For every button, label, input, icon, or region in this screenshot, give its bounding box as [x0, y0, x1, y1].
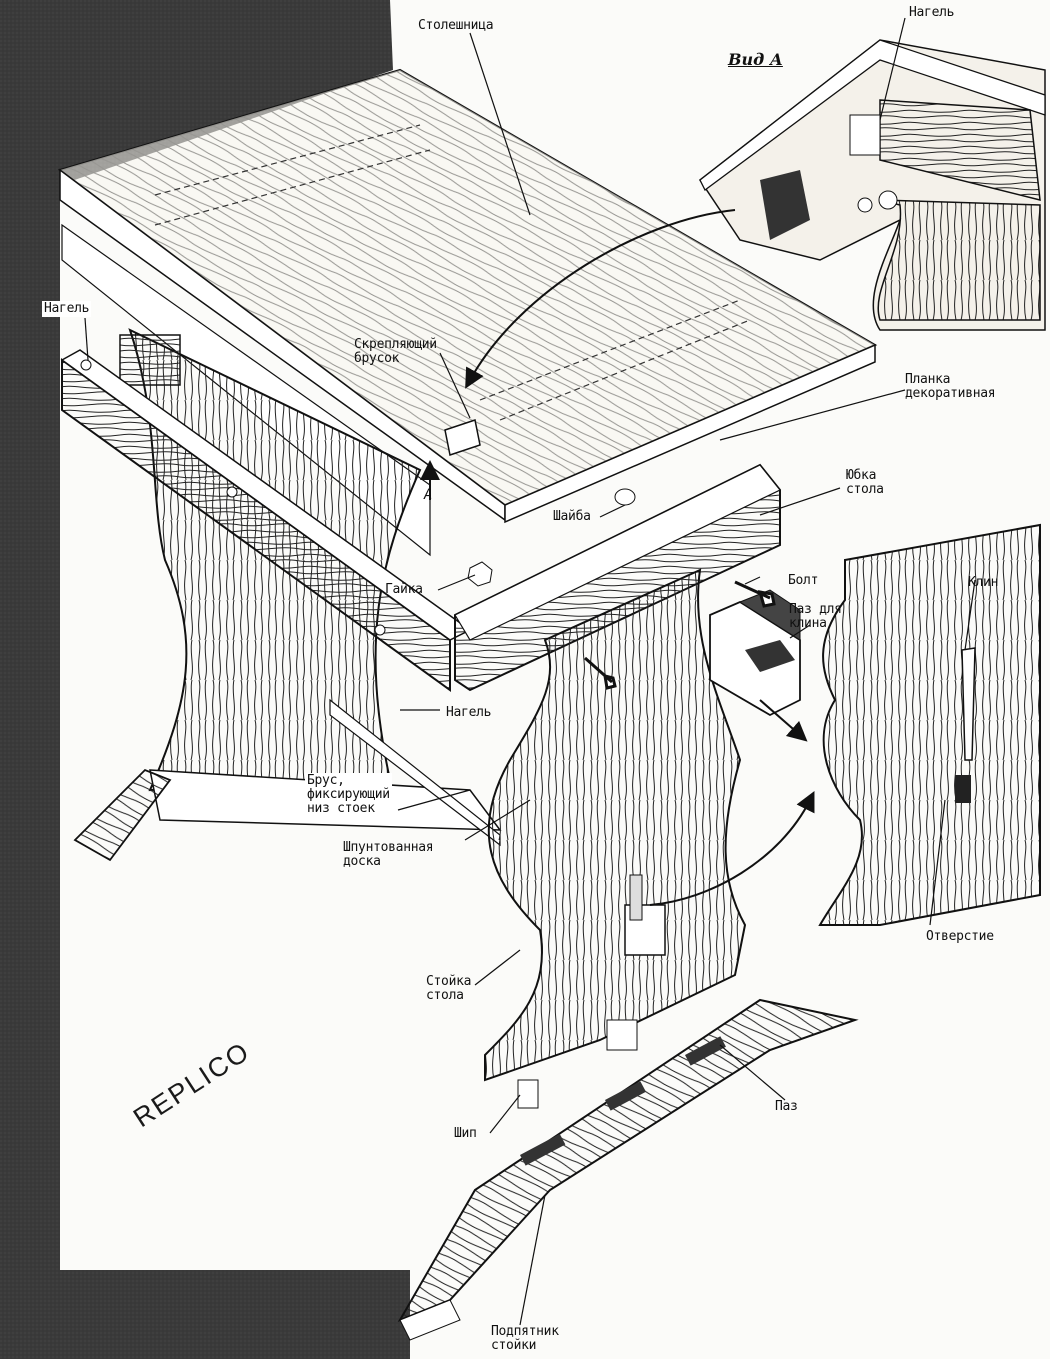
label-groove: Паз	[775, 1099, 798, 1114]
left-side-rail	[60, 349, 472, 692]
label-dowel-top: Нагель	[909, 5, 955, 20]
view-a-title: Вид А	[728, 50, 783, 69]
label-table-skirt: Юбка стола	[846, 468, 884, 497]
bolt-icon	[734, 580, 776, 608]
label-tenon: Шип	[454, 1126, 477, 1141]
view-arrow-letter: A	[424, 487, 433, 503]
label-wedge-slot: Паз для клина	[789, 602, 842, 631]
arrows	[420, 209, 815, 906]
label-foot: Подпятник стойки	[491, 1324, 559, 1353]
dark-background	[0, 0, 410, 1359]
label-dowel-mid: Нагель	[446, 705, 492, 720]
nut-icon	[467, 561, 493, 587]
wedge-slot-detail	[709, 589, 801, 717]
leader-lines	[84, 17, 976, 1326]
label-dowel-left: Нагель	[42, 301, 92, 317]
label-tabletop: Столешница	[418, 18, 494, 33]
hardware	[444, 419, 776, 690]
label-hole: Отверстие	[926, 929, 994, 944]
fastening-bar-block	[444, 419, 481, 456]
label-tongue-board: Шпунтованная доска	[343, 840, 434, 869]
bolt-icon-2	[584, 656, 617, 690]
leg-detail-enlarged	[818, 523, 1041, 926]
washer-icon	[614, 488, 636, 506]
label-fastening-bar: Скрепляющий брусок	[354, 337, 437, 366]
label-stretcher: Брус, фиксирующий низ стоек	[305, 773, 392, 817]
label-washer: Шайба	[553, 509, 591, 524]
label-bolt: Болт	[788, 573, 819, 588]
front-leg	[484, 568, 747, 1109]
label-wedge: Клин	[968, 575, 999, 590]
leg-foot	[397, 998, 859, 1341]
label-decor-strip: Планка декоративная	[905, 372, 996, 401]
table-skirt	[454, 463, 781, 692]
label-leg: Стойка стола	[426, 974, 472, 1003]
label-nut: Гайка	[385, 582, 423, 597]
view-a-detail	[698, 39, 1046, 331]
